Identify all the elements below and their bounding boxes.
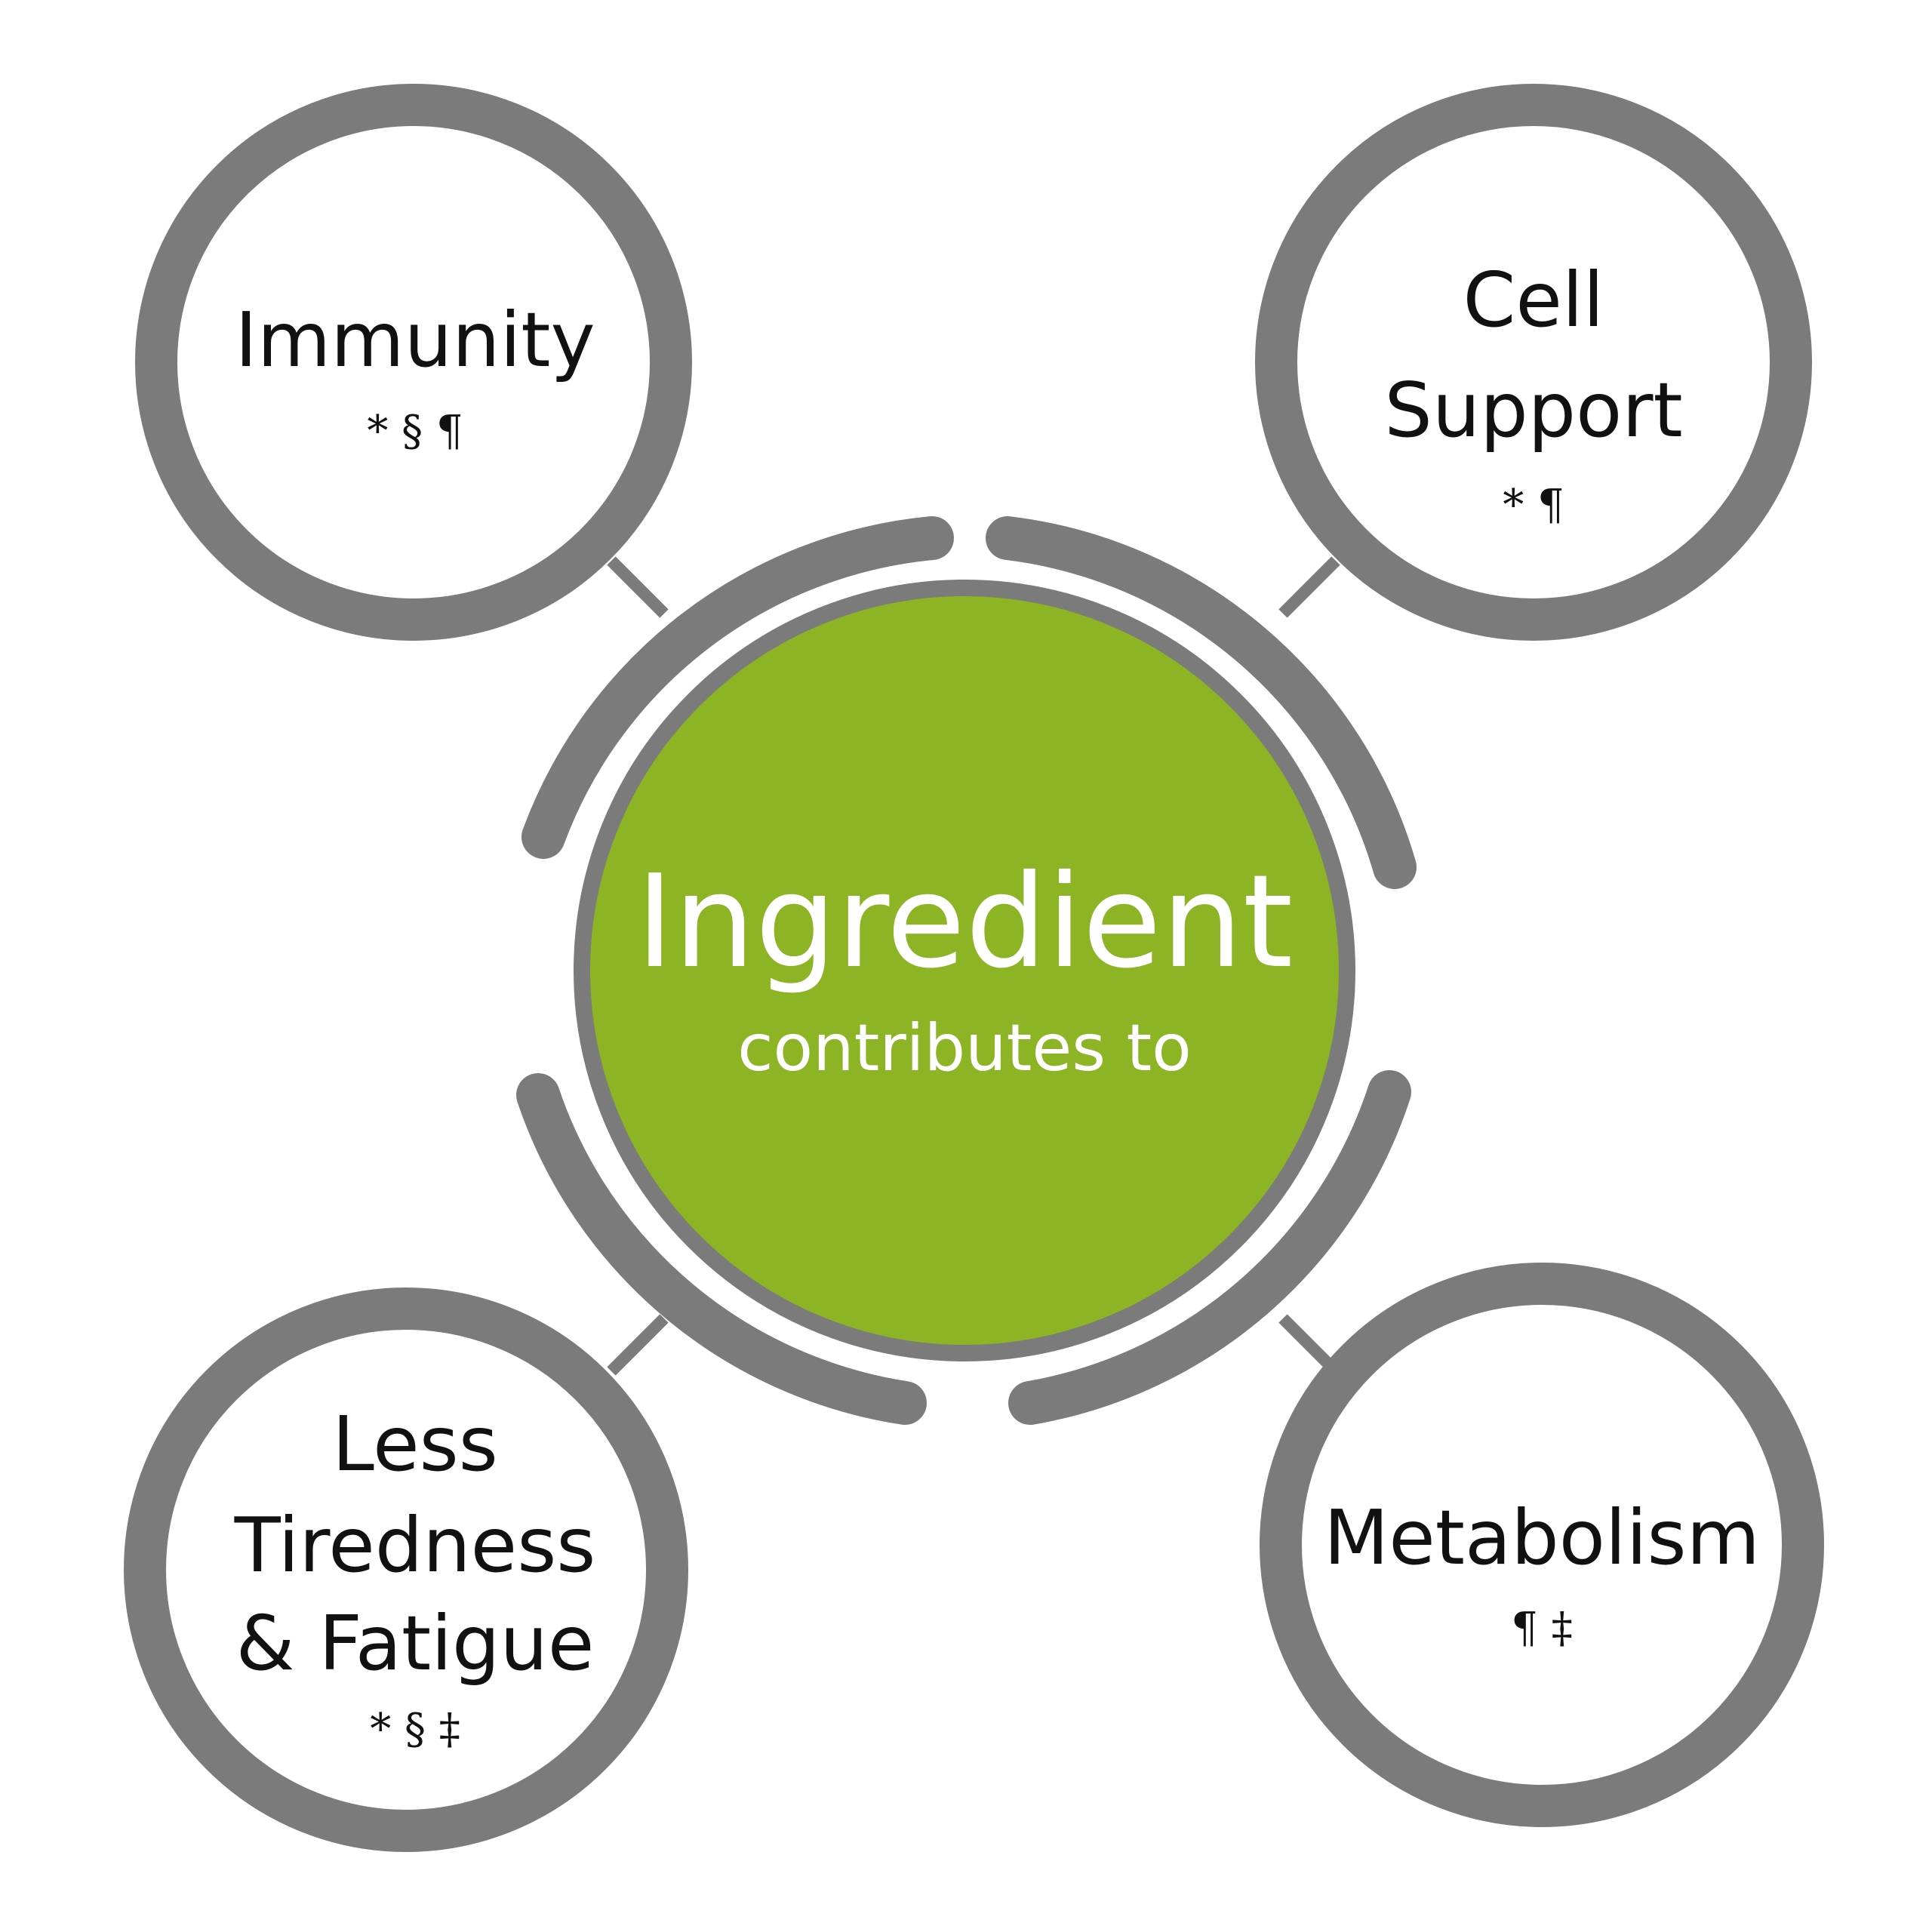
connector-immunity: [607, 556, 669, 618]
node-label-tiredness-line2: Tiredness: [234, 1501, 596, 1589]
node-label-tiredness-line3: & Fatigue: [236, 1599, 595, 1687]
node-circle-immunity: [135, 84, 692, 641]
arc-top-right: [986, 516, 1417, 889]
node-marks-immunity: * § ¶: [367, 407, 463, 456]
node-label-tiredness-line1: Less: [332, 1400, 498, 1488]
node-label-cell-support-line2: Support: [1384, 366, 1682, 454]
node-label-immunity: Immunity: [235, 296, 595, 384]
connector-cell-support: [1278, 556, 1340, 618]
node-marks-metabolism: ¶ ‡: [1511, 1604, 1572, 1653]
node-label-metabolism: Metabolism: [1324, 1494, 1760, 1582]
arc-bottom-right: [1008, 1070, 1411, 1425]
center-subtitle: contributes to: [737, 1011, 1192, 1086]
center-title: Ingredient: [636, 848, 1294, 997]
node-marks-cell-support: * ¶: [1503, 481, 1564, 530]
arc-top-left: [521, 516, 954, 859]
center-circle: [574, 580, 1355, 1361]
node-circle-metabolism: [1260, 1263, 1824, 1827]
arc-bottom-left: [516, 1073, 927, 1425]
node-circle-tiredness: [124, 1287, 688, 1852]
node-circle-cell-support: [1255, 84, 1812, 641]
connector-tiredness: [607, 1314, 669, 1376]
node-marks-tiredness: * § ‡: [370, 1705, 460, 1754]
node-label-cell-support-line1: Cell: [1463, 256, 1604, 344]
